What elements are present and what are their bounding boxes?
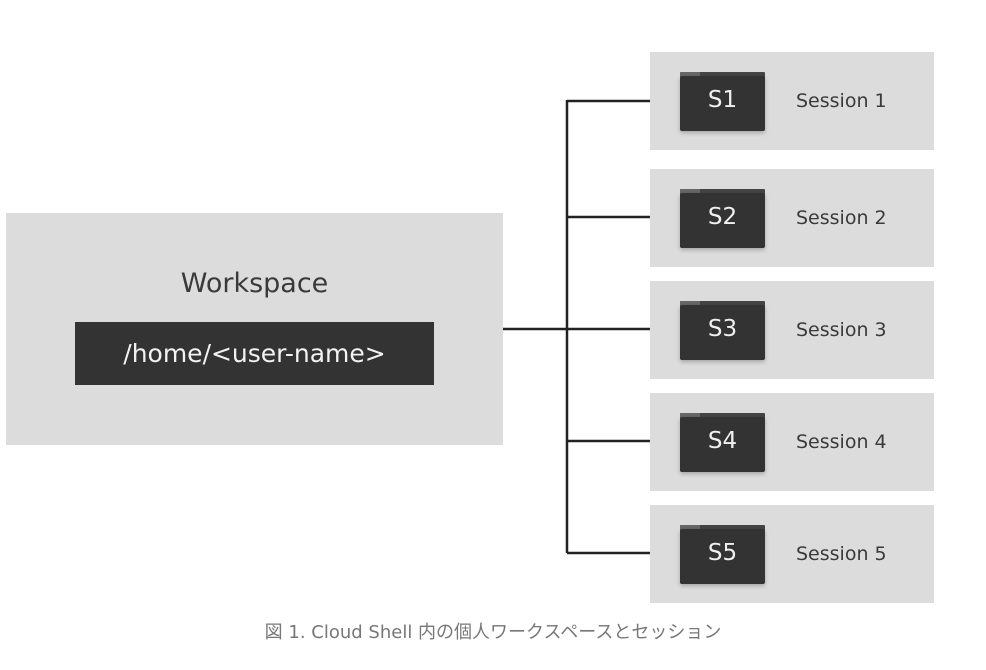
- folder-icon: S5: [680, 524, 765, 584]
- workspace-title: Workspace: [180, 268, 329, 299]
- session-box-1: S1 Session 1: [650, 52, 934, 150]
- folder-icon: S2: [680, 188, 765, 248]
- session-label: Session 3: [796, 319, 887, 341]
- session-badge: S5: [680, 529, 765, 584]
- session-box-5: S5 Session 5: [650, 505, 934, 603]
- session-label: Session 4: [796, 431, 887, 453]
- session-box-4: S4 Session 4: [650, 393, 934, 491]
- session-badge: S4: [680, 417, 765, 472]
- session-badge: S2: [680, 193, 765, 248]
- workspace-box: Workspace /home/<user-name>: [6, 213, 503, 445]
- session-box-2: S2 Session 2: [650, 169, 934, 267]
- folder-icon: S4: [680, 412, 765, 472]
- session-label: Session 1: [796, 90, 887, 112]
- folder-icon: S3: [680, 300, 765, 360]
- workspace-path: /home/<user-name>: [75, 322, 434, 385]
- figure-caption: 図 1. Cloud Shell 内の個人ワークスペースとセッション: [264, 622, 722, 643]
- session-label: Session 2: [796, 207, 887, 229]
- folder-icon: S1: [680, 71, 765, 131]
- session-badge: S3: [680, 305, 765, 360]
- session-box-3: S3 Session 3: [650, 281, 934, 379]
- session-badge: S1: [680, 76, 765, 131]
- session-label: Session 5: [796, 543, 887, 565]
